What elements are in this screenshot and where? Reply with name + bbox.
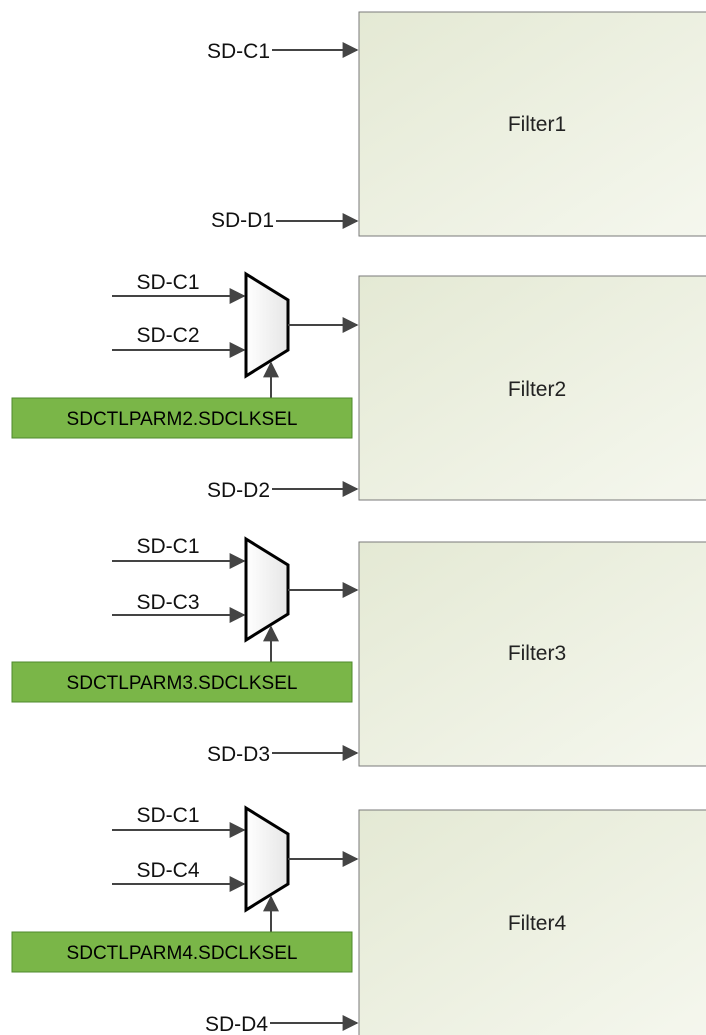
filter4-mux-input1-label: SD-C1 <box>136 804 199 827</box>
filter4-select-register-label: SDCTLPARM4.SDCLKSEL <box>67 943 298 964</box>
filter2-select-register-label: SDCTLPARM2.SDCLKSEL <box>67 409 298 430</box>
filter4-select-register-box <box>11 931 353 973</box>
filter4-block: Filter4 SD-C1 SD-C4 SDCTLPARM4.SDCLKSEL … <box>11 804 706 1035</box>
filter4-box <box>358 809 706 1035</box>
filter4-mux <box>244 805 290 913</box>
filter2-label: Filter2 <box>508 378 566 401</box>
filter3-data-label: SD-D3 <box>207 743 270 766</box>
filter2-box <box>358 275 706 501</box>
filter3-mux-input1-label: SD-C1 <box>136 535 199 558</box>
filter4-mux-input2-label: SD-C4 <box>136 859 199 882</box>
filter2-mux <box>244 271 290 379</box>
filter3-mux-input2-label: SD-C3 <box>136 591 199 614</box>
filter2-mux-input1-label: SD-C1 <box>136 271 199 294</box>
filter1-data-label: SD-D1 <box>211 209 274 232</box>
filter3-select-register-box <box>11 661 353 703</box>
filter4-label: Filter4 <box>508 912 567 935</box>
filter3-mux <box>244 536 290 643</box>
filter2-block: Filter2 SD-C1 SD-C2 SDCTLPARM2.SDCLKSEL … <box>11 271 706 502</box>
filter2-mux-input2-label: SD-C2 <box>136 324 199 347</box>
filter1-block: Filter1 SD-C1 SD-D1 <box>207 11 706 237</box>
filter2-select-register-box <box>11 397 353 439</box>
filter1-label: Filter1 <box>508 113 566 136</box>
filter3-select-register-label: SDCTLPARM3.SDCLKSEL <box>67 673 298 694</box>
filter3-label: Filter3 <box>508 642 566 665</box>
filter4-data-label: SD-D4 <box>205 1013 268 1035</box>
filter3-box <box>358 541 706 767</box>
filter1-clock-label: SD-C1 <box>207 40 270 63</box>
filter3-block: Filter3 SD-C1 SD-C3 SDCTLPARM3.SDCLKSEL … <box>11 535 706 767</box>
filter1-box <box>358 11 706 237</box>
filter2-data-label: SD-D2 <box>207 479 270 502</box>
